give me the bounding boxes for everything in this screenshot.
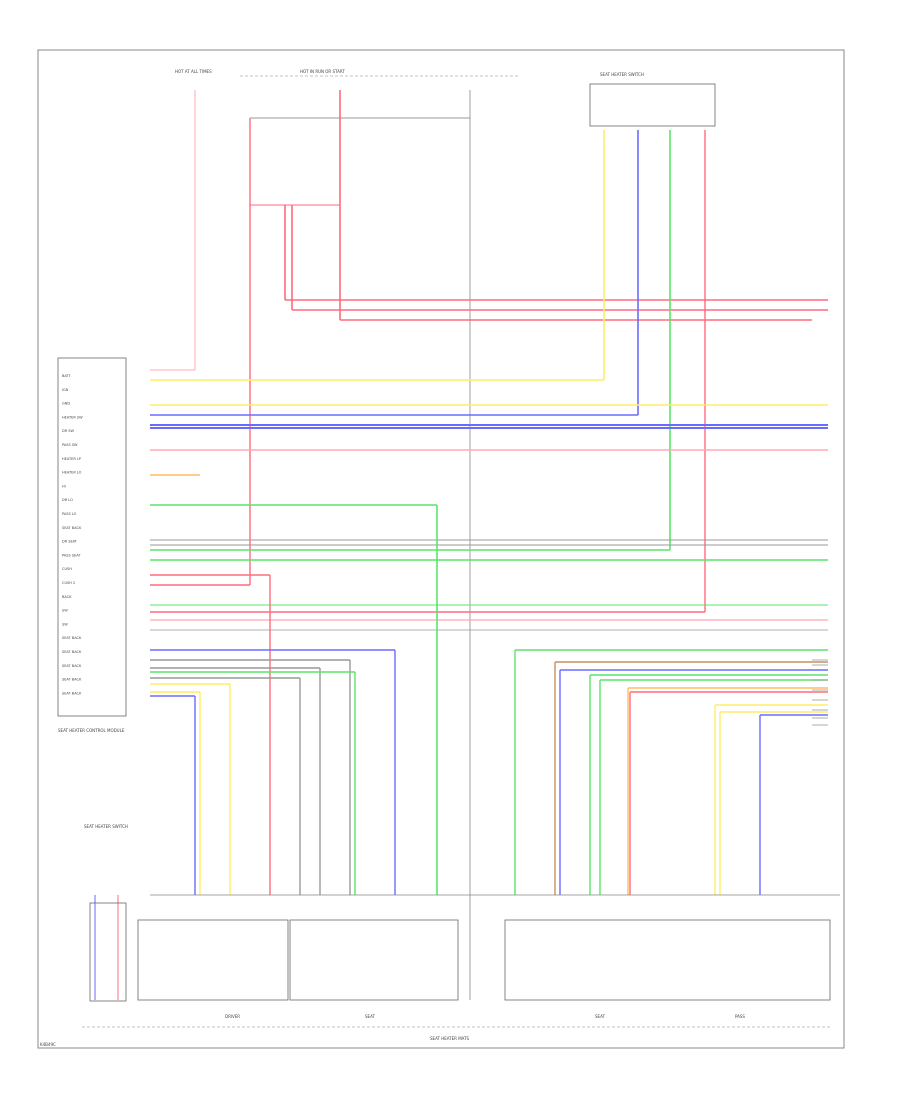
module-pin-labels: BATT IGN GND HEATER SW DR SW PASS SW HEATER LP… — [62, 374, 83, 695]
module-pin-label: PASS LO — [62, 512, 77, 516]
module-pin-label: SEAT BACK — [62, 664, 82, 668]
diagram-border — [37, 49, 845, 1049]
seat-heater-switches: DRIVER SEAT SEAT PASS — [137, 919, 831, 1019]
module-pin-label: GND — [62, 402, 70, 406]
module-pin-label: DR SEAT — [62, 540, 78, 544]
module-pin-label: HEATER LO — [62, 471, 82, 475]
module-pin-label: HEATER SW — [62, 415, 83, 419]
module-pin-label: DR LO — [62, 498, 73, 502]
seat-group-label: PASS — [735, 1014, 745, 1019]
module-pin-label: SEAT BACK — [62, 678, 82, 682]
module-pin-label: SW — [62, 609, 68, 613]
switch-box — [137, 919, 289, 1001]
module-pin-label: CUSH — [62, 567, 72, 571]
fuse-mid-label: HOT IN RUN OR START — [300, 69, 345, 74]
seat-group-label: DRIVER — [225, 1014, 240, 1019]
module-pin-label: BACK — [62, 595, 72, 599]
page-id: K4B49C — [40, 1042, 56, 1047]
wires — [94, 90, 840, 1000]
module-pin-label: SW — [62, 622, 68, 626]
left-switch-box — [89, 902, 127, 1002]
module-pin-label: BATT — [62, 374, 72, 378]
relay-box-label: SEAT HEATER SWITCH — [600, 72, 644, 77]
module-pin-label: CUSH 2 — [62, 581, 75, 585]
fuse-left-label: HOT AT ALL TIMES — [175, 69, 212, 74]
seat-group-label: SEAT — [365, 1014, 375, 1019]
module-pin-label: DR SW — [62, 429, 74, 433]
module-name: SEAT HEATER CONTROL MODULE — [58, 728, 125, 733]
module-pin-label: PASS SW — [62, 443, 78, 447]
module-pin-label: SEAT BACK — [62, 650, 82, 654]
module-pin-label: SEAT BACK — [62, 526, 82, 530]
switch-box — [289, 919, 459, 1001]
bottom-title: SEAT HEATER MATS — [430, 1036, 470, 1041]
module-pin-label: HI — [62, 484, 66, 488]
module-pin-label: HEATER LP — [62, 457, 81, 461]
module-pin-label: PASS SEAT — [62, 553, 81, 557]
relay-box — [589, 83, 716, 127]
module-pin-label: SEAT BACK — [62, 691, 82, 695]
module-pin-label: SEAT BACK — [62, 636, 82, 640]
control-module — [57, 357, 127, 717]
seat-group-label: SEAT — [595, 1014, 605, 1019]
switch-box — [504, 919, 831, 1001]
left-switch-label: SEAT HEATER SWITCH — [84, 824, 128, 829]
module-pin-label: IGN — [62, 388, 69, 392]
